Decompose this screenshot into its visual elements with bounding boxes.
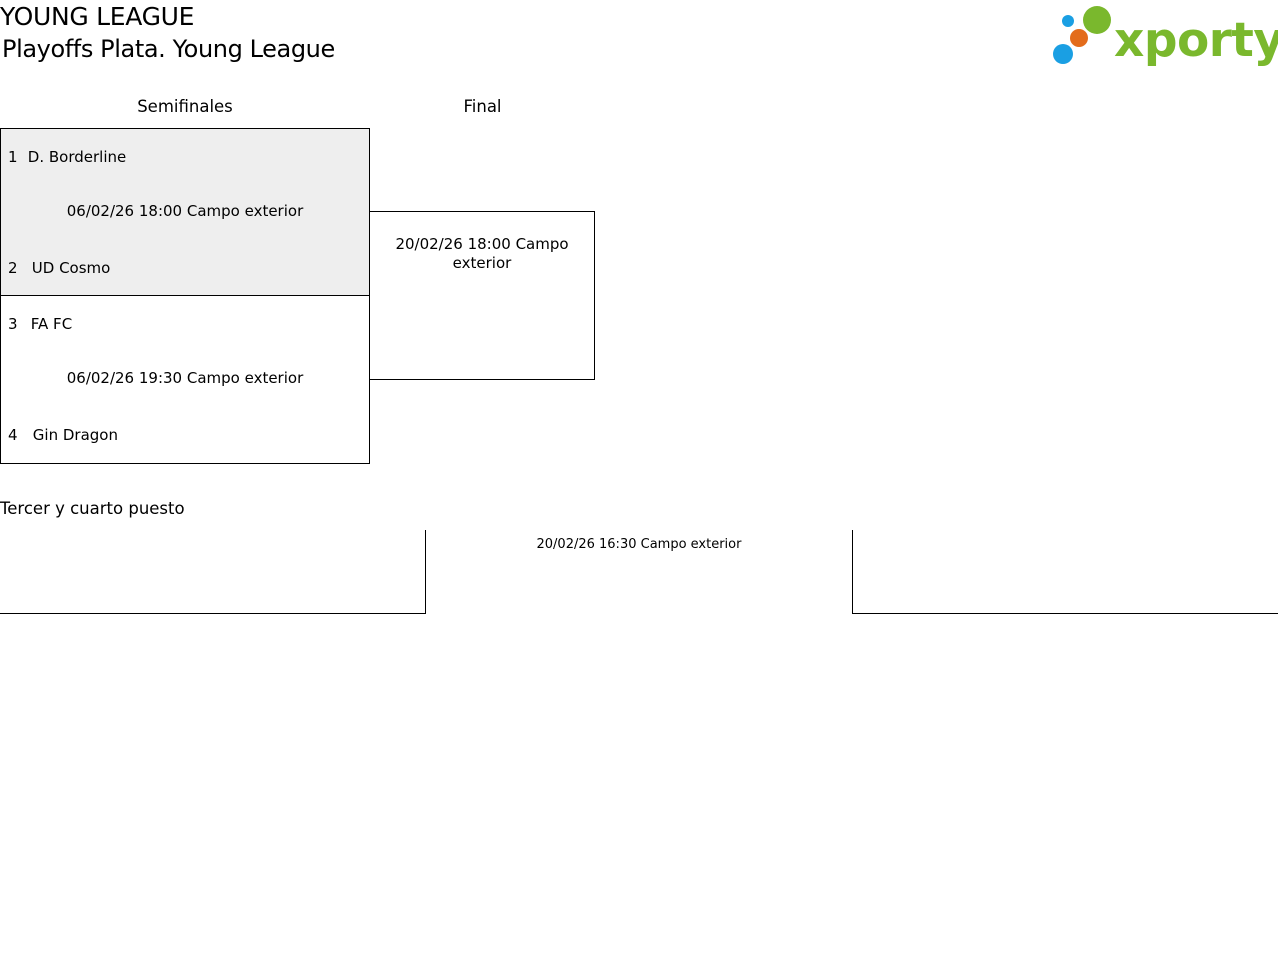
logo-dot-blue [1053, 44, 1073, 64]
team-slot-home: 3 FA FC [8, 315, 72, 333]
league-title: YOUNG LEAGUE [0, 2, 195, 31]
team-seed: 1 [8, 148, 18, 166]
team-name: UD Cosmo [31, 259, 111, 277]
page-subtitle: Playoffs Plata. Young League [2, 35, 335, 63]
xporty-logo: xporty [1053, 6, 1278, 68]
logo-dot-green [1083, 6, 1111, 34]
round-header-final: Final [463, 97, 502, 116]
bracket-line [425, 530, 426, 614]
round-header-semifinals: Semifinales [137, 97, 233, 116]
team-seed: 2 [8, 259, 18, 277]
match-schedule: 20/02/26 18:00 Campo exterior [395, 235, 569, 272]
bracket-line [852, 613, 1278, 614]
logo-wordmark: xporty [1114, 13, 1278, 68]
team-seed: 3 [8, 315, 18, 333]
team-name: FA FC [30, 315, 73, 333]
bracket-line [852, 530, 853, 614]
team-slot-away: 4 Gin Dragon [8, 426, 118, 444]
semifinal-match-1: 1 D. Borderline 06/02/26 18:00 Campo ext… [0, 128, 370, 296]
team-name: Gin Dragon [32, 426, 118, 444]
bracket-line [0, 613, 426, 614]
third-place-title: Tercer y cuarto puesto [0, 499, 185, 518]
team-name: D. Borderline [27, 148, 127, 166]
third-place-schedule: 20/02/26 16:30 Campo exterior [536, 537, 742, 552]
team-slot-home: 1 D. Borderline [8, 148, 126, 166]
semifinal-match-2: 3 FA FC 06/02/26 19:30 Campo exterior 4 … [0, 295, 370, 464]
logo-dot-blue-small [1062, 15, 1074, 27]
team-seed: 4 [8, 426, 18, 444]
logo-dot-orange [1070, 29, 1088, 47]
match-schedule: 06/02/26 18:00 Campo exterior [66, 202, 304, 220]
team-slot-away: 2 UD Cosmo [8, 259, 110, 277]
match-schedule: 06/02/26 19:30 Campo exterior [66, 369, 304, 387]
final-match: 20/02/26 18:00 Campo exterior [369, 211, 595, 380]
